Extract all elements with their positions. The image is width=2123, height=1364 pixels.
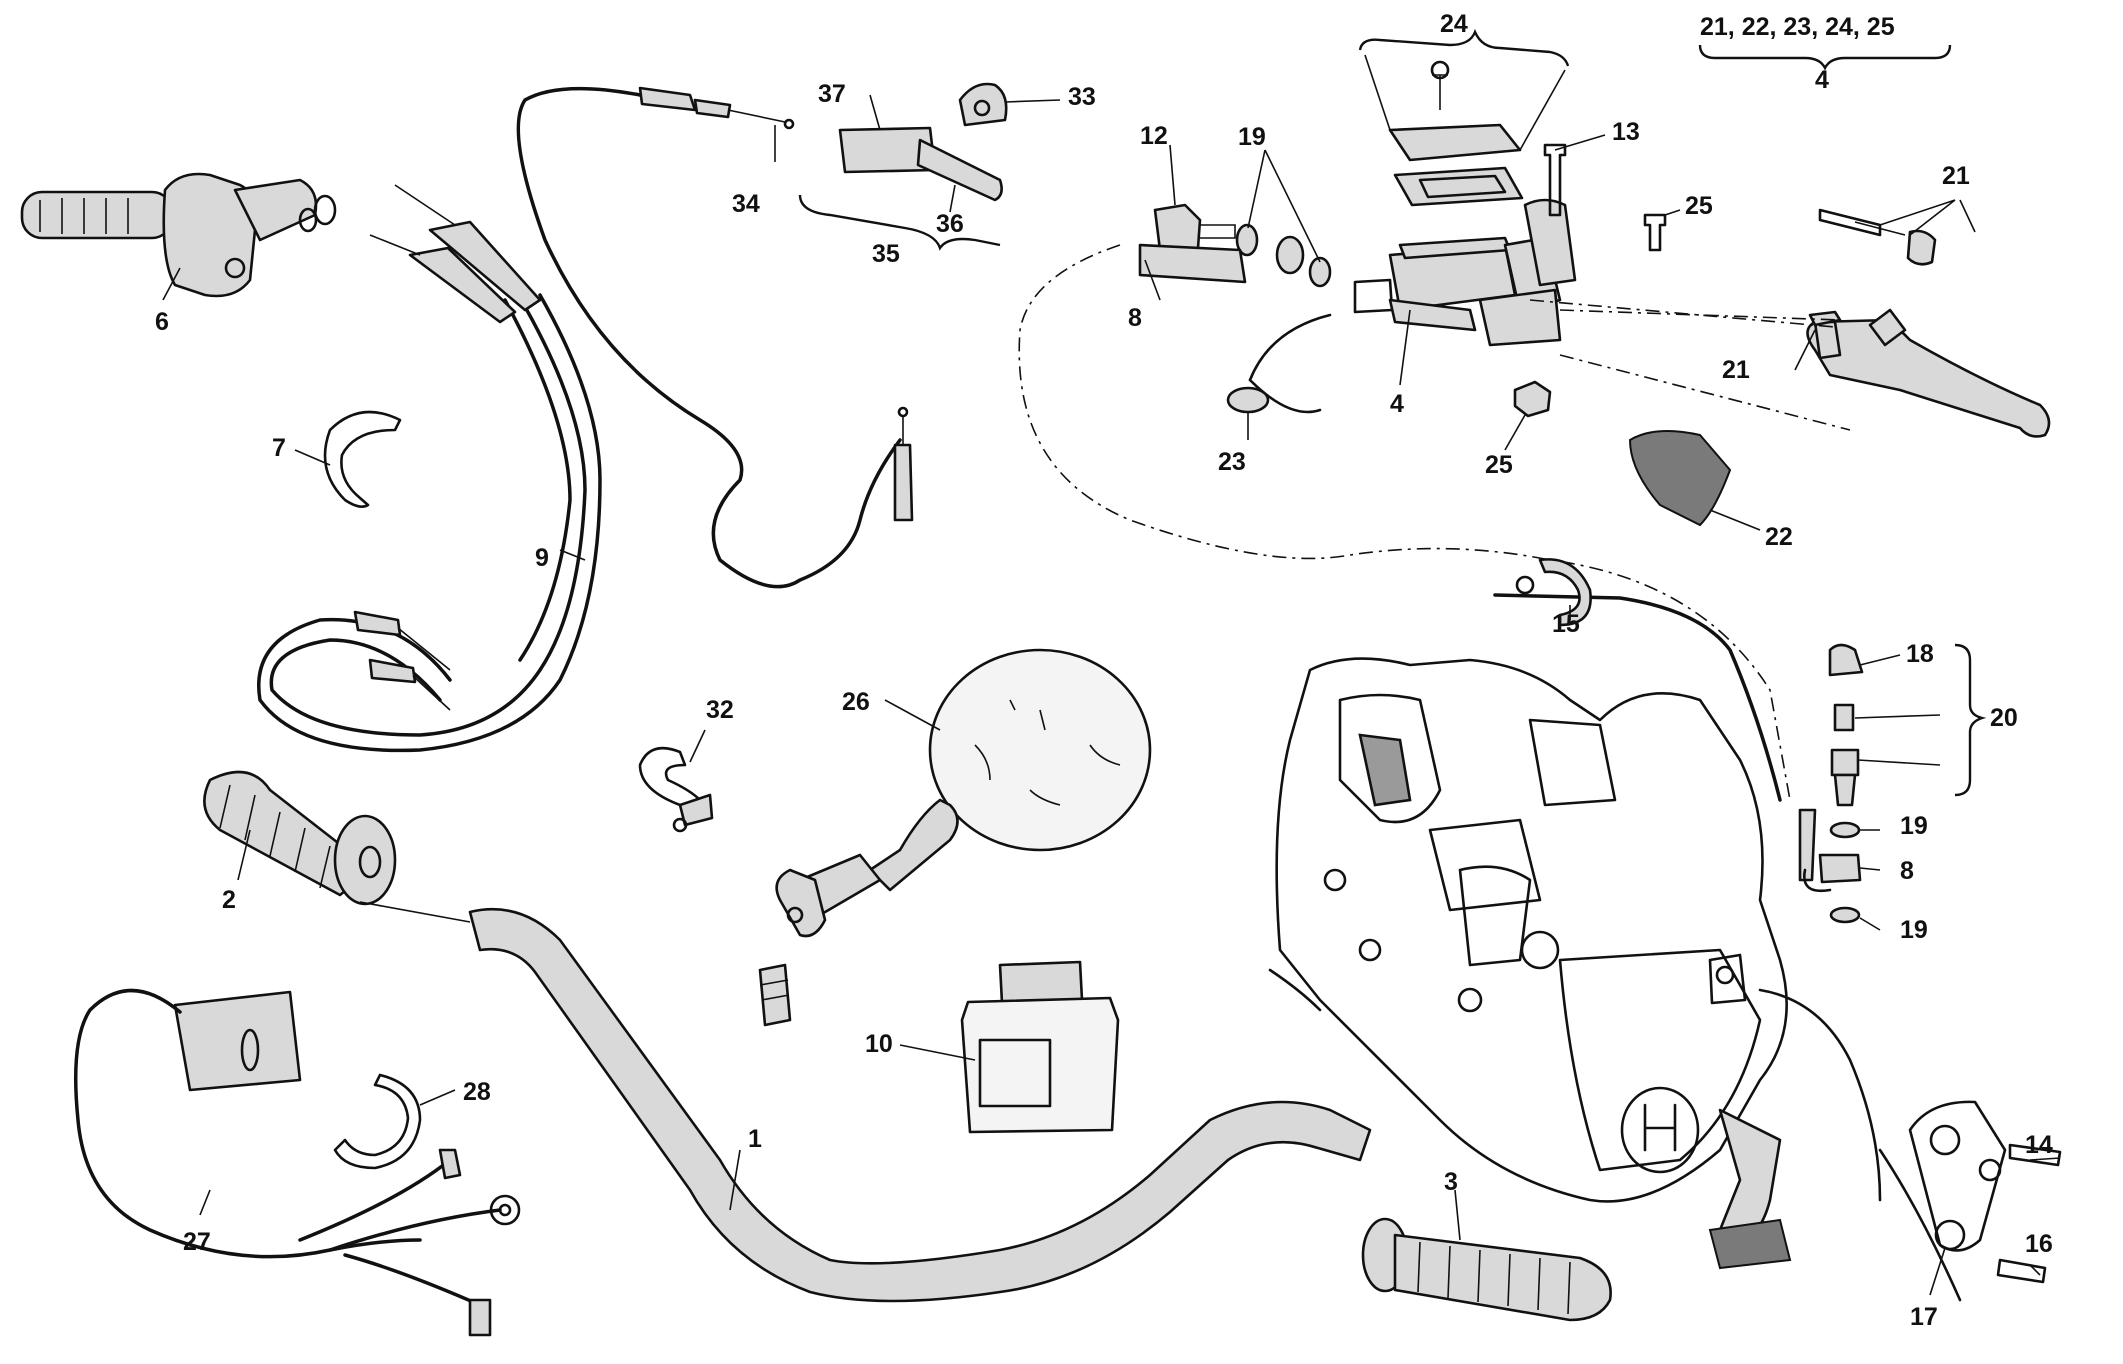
callout-28: 28 [463,1078,491,1106]
callout-20: 20 [1990,704,2018,732]
callout-22: 22 [1765,523,1793,551]
engine-block [1268,657,1882,1270]
brace-35 [798,194,1001,251]
callout-15: 15 [1552,610,1580,638]
callout-35: 35 [872,240,900,268]
leader-lines [162,94,2061,1296]
callout-24: 24 [1440,10,1468,38]
brace-24 [1358,28,1570,67]
callout-3: 3 [1444,1168,1458,1196]
master-cylinder-4 [1248,198,1577,414]
callout-8-banjo: 8 [1900,857,1914,885]
clamp-32 [638,746,714,833]
callout-19-lower-right: 19 [1900,916,1928,944]
brace-24-arrows [1364,54,1566,151]
callout-21-top: 21 [1942,162,1970,190]
callout-17: 17 [1910,1303,1938,1331]
banjo-bolt-hose-group [1138,203,1394,314]
bolt-path-dashed [1529,299,1851,431]
bolt-25 [1643,213,1667,252]
kit-label-4: 21, 22, 23, 24, 25 [1700,13,1895,41]
callout-7: 7 [272,434,286,462]
brace-20 [1954,643,1987,797]
caliper-bracket-17 [1878,1100,2062,1302]
callout-6: 6 [155,308,169,336]
reservoir-cap-24 [1388,60,1524,207]
callout-32: 32 [706,696,734,724]
brake-lever-21 [1806,208,2051,438]
callout-1: 1 [748,1125,762,1153]
callout-19-upper-right: 19 [1900,812,1928,840]
circlip-7 [323,410,402,508]
nut-25 [1513,380,1552,418]
callout-12: 12 [1140,122,1168,150]
callout-36: 36 [936,210,964,238]
brake-fluid-bottle-10 [960,960,1120,1134]
brace-kit-4 [1698,44,1952,71]
callout-37: 37 [818,80,846,108]
callout-14: 14 [2025,1131,2053,1159]
lever-assembly-35 [838,82,1008,202]
callout-4-cylinder: 4 [1390,390,1404,418]
mirror-26 [758,648,1152,1027]
callout-25-nut: 25 [1485,451,1513,479]
callout-numbers: 1 2 3 4 4 6 7 8 8 9 10 12 13 14 15 16 17… [155,10,2053,1331]
callout-18: 18 [1906,640,1934,668]
callout-26: 26 [842,688,870,716]
callout-25-bolt: 25 [1685,192,1713,220]
right-grip-3 [1361,1217,1612,1322]
callout-27: 27 [183,1228,211,1256]
piston-23 [1226,386,1270,414]
callout-21-left: 21 [1722,356,1750,384]
kill-switch-harness-27 [73,988,521,1337]
hose-route-dashed [1018,244,1791,801]
callout-13: 13 [1612,118,1640,146]
left-grip-2 [203,770,397,906]
callout-23: 23 [1218,448,1246,476]
callout-4-kit: 4 [1815,66,1829,94]
callout-9: 9 [535,544,549,572]
callout-34: 34 [732,190,760,218]
callout-19-top: 19 [1238,123,1266,151]
bolt-13 [1543,143,1567,217]
hose-clip-15 [1493,558,1782,802]
callout-8-hose: 8 [1128,304,1142,332]
handlebar-1 [468,908,1372,1303]
callout-16: 16 [2025,1230,2053,1258]
throttle-cables [257,184,602,753]
callout-33: 33 [1068,83,1096,111]
callout-10: 10 [865,1030,893,1058]
bleeder-assembly-20 [1798,643,1864,924]
circlip-28 [333,1073,422,1170]
callout-2: 2 [222,886,236,914]
cable-34 [516,86,914,589]
lever-boot-22 [1628,430,1732,527]
throttle-grip-assembly [20,172,337,298]
